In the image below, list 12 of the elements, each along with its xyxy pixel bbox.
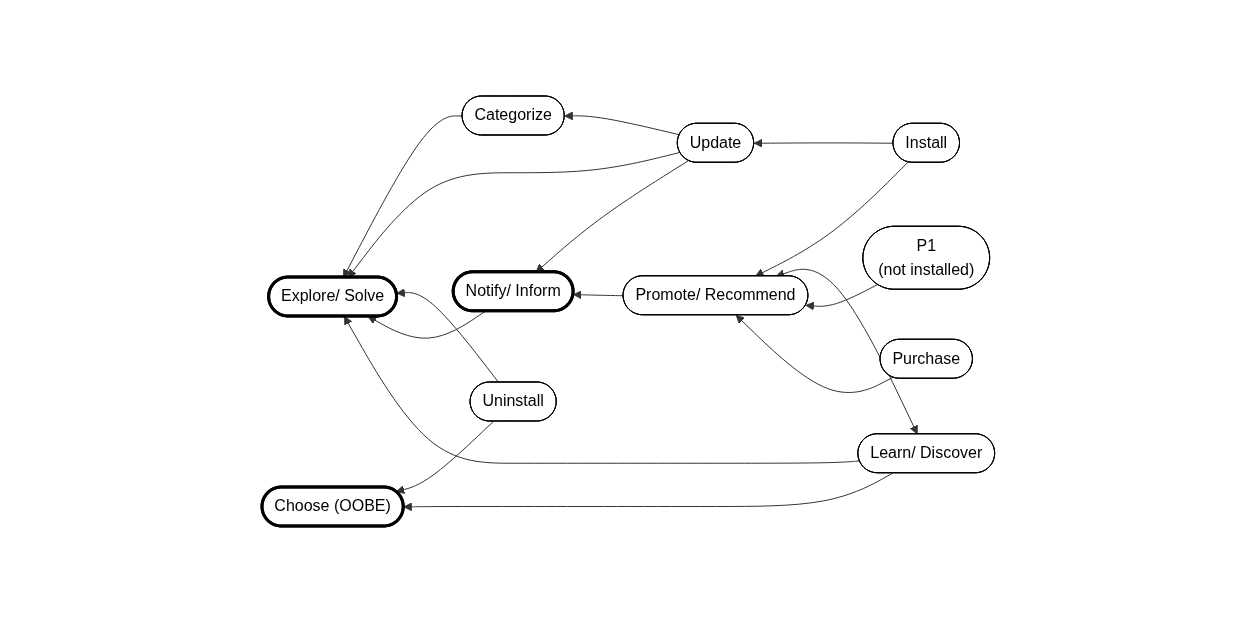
arrow xyxy=(564,111,681,135)
arrow xyxy=(344,315,861,464)
arrow xyxy=(776,268,918,434)
arrow xyxy=(573,289,625,299)
arrow xyxy=(403,472,894,511)
arrow xyxy=(396,287,500,383)
arrow xyxy=(805,283,879,310)
arrow xyxy=(755,161,909,277)
arrow xyxy=(367,310,486,339)
arrow xyxy=(753,138,895,148)
arrow xyxy=(735,314,894,393)
arrow xyxy=(396,420,495,494)
